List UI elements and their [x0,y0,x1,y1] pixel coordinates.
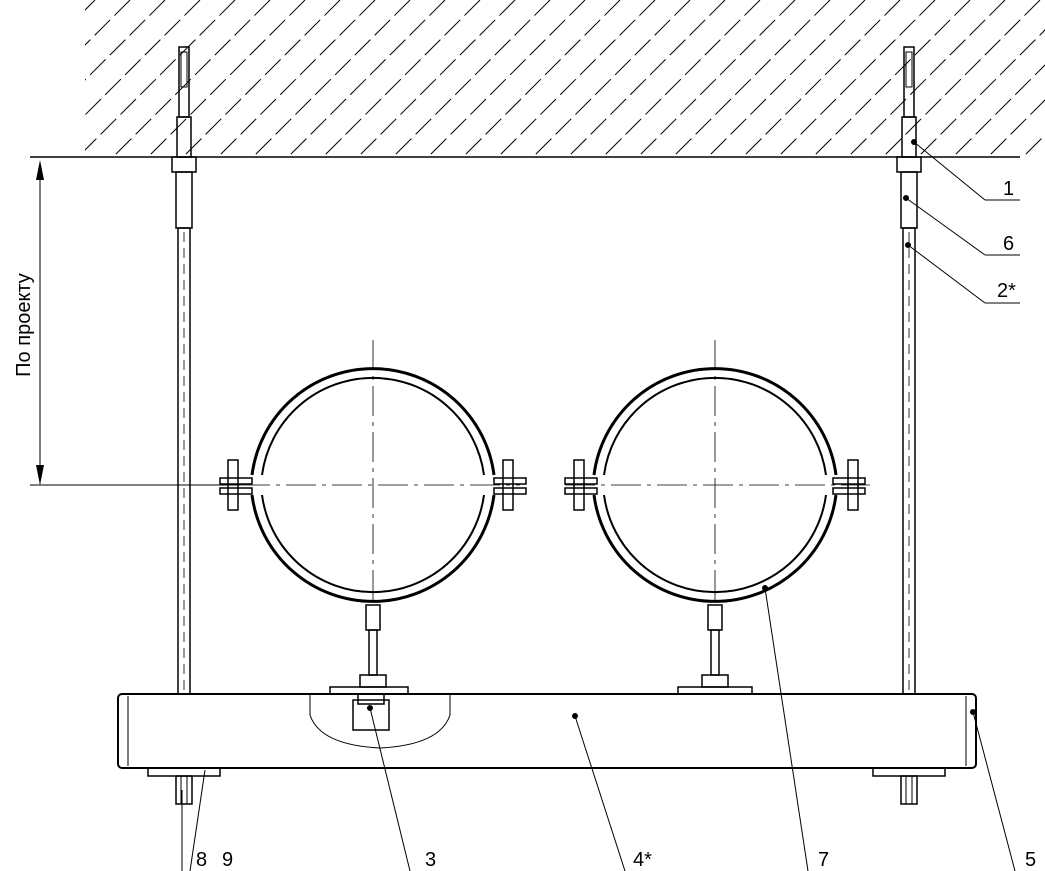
support-beam [117,693,977,769]
dimension-text: По проекту [13,273,35,377]
height-dimension: По проекту [13,160,240,486]
callout-6: 6 [1003,233,1014,255]
right-pipe-clamp [564,340,870,695]
right-hanger-rod [896,46,922,695]
bottom-nuts [147,767,946,805]
left-pipe-clamp [219,340,527,695]
callout-labels: 1 6 2* 8 9 3 4* 7 5 [196,178,1036,871]
callout-4: 4* [633,849,652,871]
left-hanger-rod [171,46,197,695]
callout-5: 5 [1025,849,1036,871]
callout-2: 2* [997,280,1016,302]
callout-7: 7 [818,849,829,871]
callout-8: 8 [196,849,207,871]
ceiling-slab [30,0,1045,158]
leader-lines [181,139,1020,871]
callout-3: 3 [425,849,436,871]
callout-1: 1 [1003,178,1014,200]
callout-9: 9 [222,849,233,871]
